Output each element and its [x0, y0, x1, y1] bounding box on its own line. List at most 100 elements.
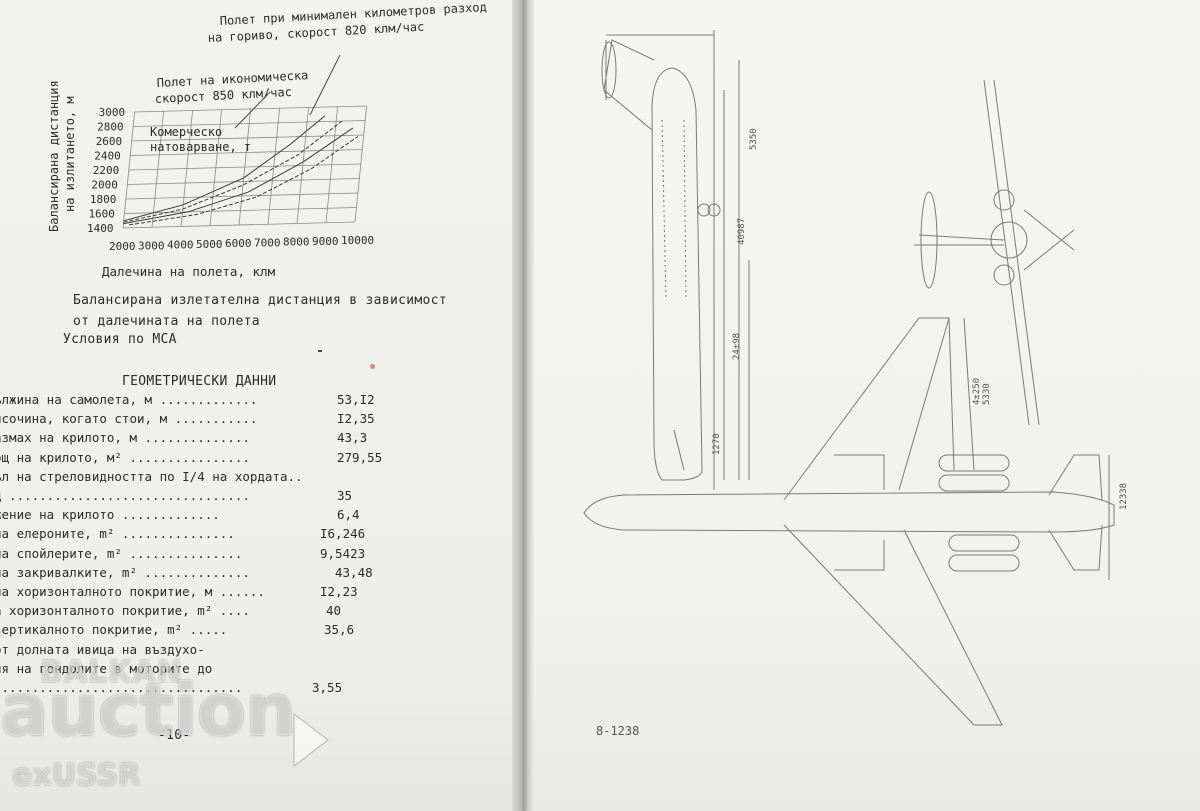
y-tick-label: 1600 — [88, 208, 115, 221]
dimension-label: 12338 — [1119, 483, 1129, 510]
y-tick-label: 2800 — [97, 121, 124, 134]
geometry-row-value: 279,55 — [337, 449, 383, 465]
caption-line-1: Балансирана излетателна дистанция в зави… — [73, 293, 447, 308]
geometry-row-value: 35,6 — [324, 622, 355, 638]
dimension-label: 24±98 — [732, 333, 742, 360]
geometry-row: на хоризонталното покритие, м ......I2,2… — [0, 584, 394, 602]
geometry-row: жение на крилото ............. 6,4 — [0, 507, 394, 525]
geometry-row: .................................3,55 — [0, 680, 394, 698]
x-tick-label: 8000 — [283, 236, 310, 249]
grid-line-h — [134, 105, 367, 113]
geometry-row-value: 53,I2 — [337, 392, 375, 407]
geometry-row-label: ъл на стреловидността по I/4 на хордата.… — [0, 468, 303, 484]
dimension-label: 4±250 — [972, 378, 982, 405]
annotation-payload-line2: натоварване, т — [150, 140, 251, 154]
y-axis-label-line2: на излитането, м — [63, 96, 77, 212]
geometry-row: азмах на крилото, м ..............43,3 — [0, 430, 394, 448]
chart-curves — [123, 115, 359, 226]
geometry-row-label: исочина, когато стои, м ........... — [0, 411, 258, 427]
dimension-label: 40987 — [737, 218, 747, 245]
x-tick-label: 9000 — [312, 235, 339, 248]
geometry-row-label: ощ на крилото, м² ................ — [0, 449, 250, 465]
geometry-row-label: жение на крилото ............. — [0, 507, 220, 523]
geometry-row-value: I2,23 — [320, 584, 358, 599]
geometry-row-label: ължина на самолета, м ............. — [0, 392, 258, 407]
chart-grid — [122, 105, 367, 229]
geometry-row: ощ на крилото, м² ................ 279,55 — [0, 450, 394, 468]
y-tick-label: 3000 — [99, 106, 126, 119]
grid-line-h — [133, 120, 366, 127]
geometry-row: а хоризонталното покритие, m² ....40 — [0, 603, 394, 621]
geometry-row-value: 6,4 — [337, 507, 360, 523]
geometry-row-label: на закривалките, m² .............. — [0, 564, 250, 580]
caption-line-2: от далечината на полета — [73, 314, 260, 329]
red-dot — [370, 364, 375, 369]
y-axis-label-line1: Балансирана дистанция — [47, 80, 61, 232]
stray-mark — [318, 350, 322, 352]
geometry-title: ГЕОМЕТРИЧЕСКИ ДАННИ — [122, 374, 277, 389]
y-tick-label: 1400 — [87, 222, 114, 235]
geometry-row: на закривалките, m² .............. 43,48 — [0, 565, 394, 583]
geometry-row-label: д ................................ — [0, 488, 250, 503]
geometry-row-label: вертикалното покритие, m² ..... — [0, 622, 228, 638]
geometry-row-value: I2,35 — [337, 411, 375, 427]
annotation-payload-line1: Комерческо — [150, 125, 222, 139]
y-tick-label: 2000 — [91, 179, 118, 192]
geometry-row: на елероните, m² ...............I6,246 — [0, 526, 394, 544]
pointer-economy — [234, 91, 271, 129]
geometry-row: на спойлерите, m² ...............9,5423 — [0, 546, 394, 564]
geometry-row: ля на гондолите в моторите до — [0, 661, 394, 679]
x-tick-label: 6000 — [225, 237, 252, 250]
watermark-auction: auction — [0, 668, 296, 752]
figure-code: 8-1238 — [596, 724, 639, 738]
geometry-row: вертикалното покритие, m² ..... 35,6 — [0, 622, 394, 640]
grid-line-h — [131, 134, 364, 142]
geometry-row: ължина на самолета, м ............. 53,I2 — [0, 392, 394, 410]
book-gutter — [512, 0, 534, 811]
grid-line-h — [124, 207, 357, 214]
grid-line-h — [125, 192, 358, 200]
grid-line-h — [122, 221, 356, 229]
geometry-row-label: азмах на крилото, м .............. — [0, 430, 250, 446]
watermark-balkan: BALKAN — [40, 655, 183, 690]
page-number: -10- — [158, 728, 191, 743]
geometry-row-value: 35 — [337, 488, 353, 503]
geometry-row: ъл на стреловидността по I/4 на хордата.… — [0, 469, 394, 487]
caption-line-3: Условия по МСА — [63, 332, 177, 347]
dimension-label: 5350 — [749, 128, 759, 150]
geometry-row-label: на спойлерите, m² ............... — [0, 545, 243, 561]
curve-series-3 — [123, 127, 354, 225]
y-tick-label: 2400 — [94, 150, 121, 163]
play-triangle-icon — [293, 712, 329, 768]
pointer-min-fuel — [309, 54, 341, 116]
x-tick-label: 4000 — [167, 239, 194, 252]
geometry-row-value: 43,48 — [335, 564, 373, 580]
x-tick-label: 3000 — [138, 239, 165, 252]
curve-series-1 — [123, 115, 326, 222]
grid-line-h — [130, 149, 363, 156]
geometry-row-label: от долната ивица на въздухо- — [0, 641, 205, 657]
top-view — [583, 317, 1115, 726]
curve-series-4 — [129, 136, 359, 226]
geometry-row-value: 40 — [326, 603, 342, 619]
side-view — [601, 30, 750, 490]
geometry-row: исочина, когато стои, м ........... I2,35 — [0, 411, 394, 429]
x-tick-label: 5000 — [196, 238, 223, 251]
geometry-row-label: ля на гондолите в моторите до — [0, 660, 213, 676]
y-tick-label: 2200 — [93, 164, 120, 177]
geometry-row: д ................................ 35 — [0, 488, 394, 506]
grid-line-h — [127, 178, 360, 185]
dimension-label: 5330 — [982, 383, 992, 405]
y-tick-label: 2600 — [96, 135, 123, 148]
x-tick-label: 7000 — [254, 236, 281, 249]
front-view — [914, 79, 1075, 426]
x-tick-label: 10000 — [341, 234, 374, 247]
geometry-row: от долната ивица на въздухо- — [0, 642, 394, 660]
